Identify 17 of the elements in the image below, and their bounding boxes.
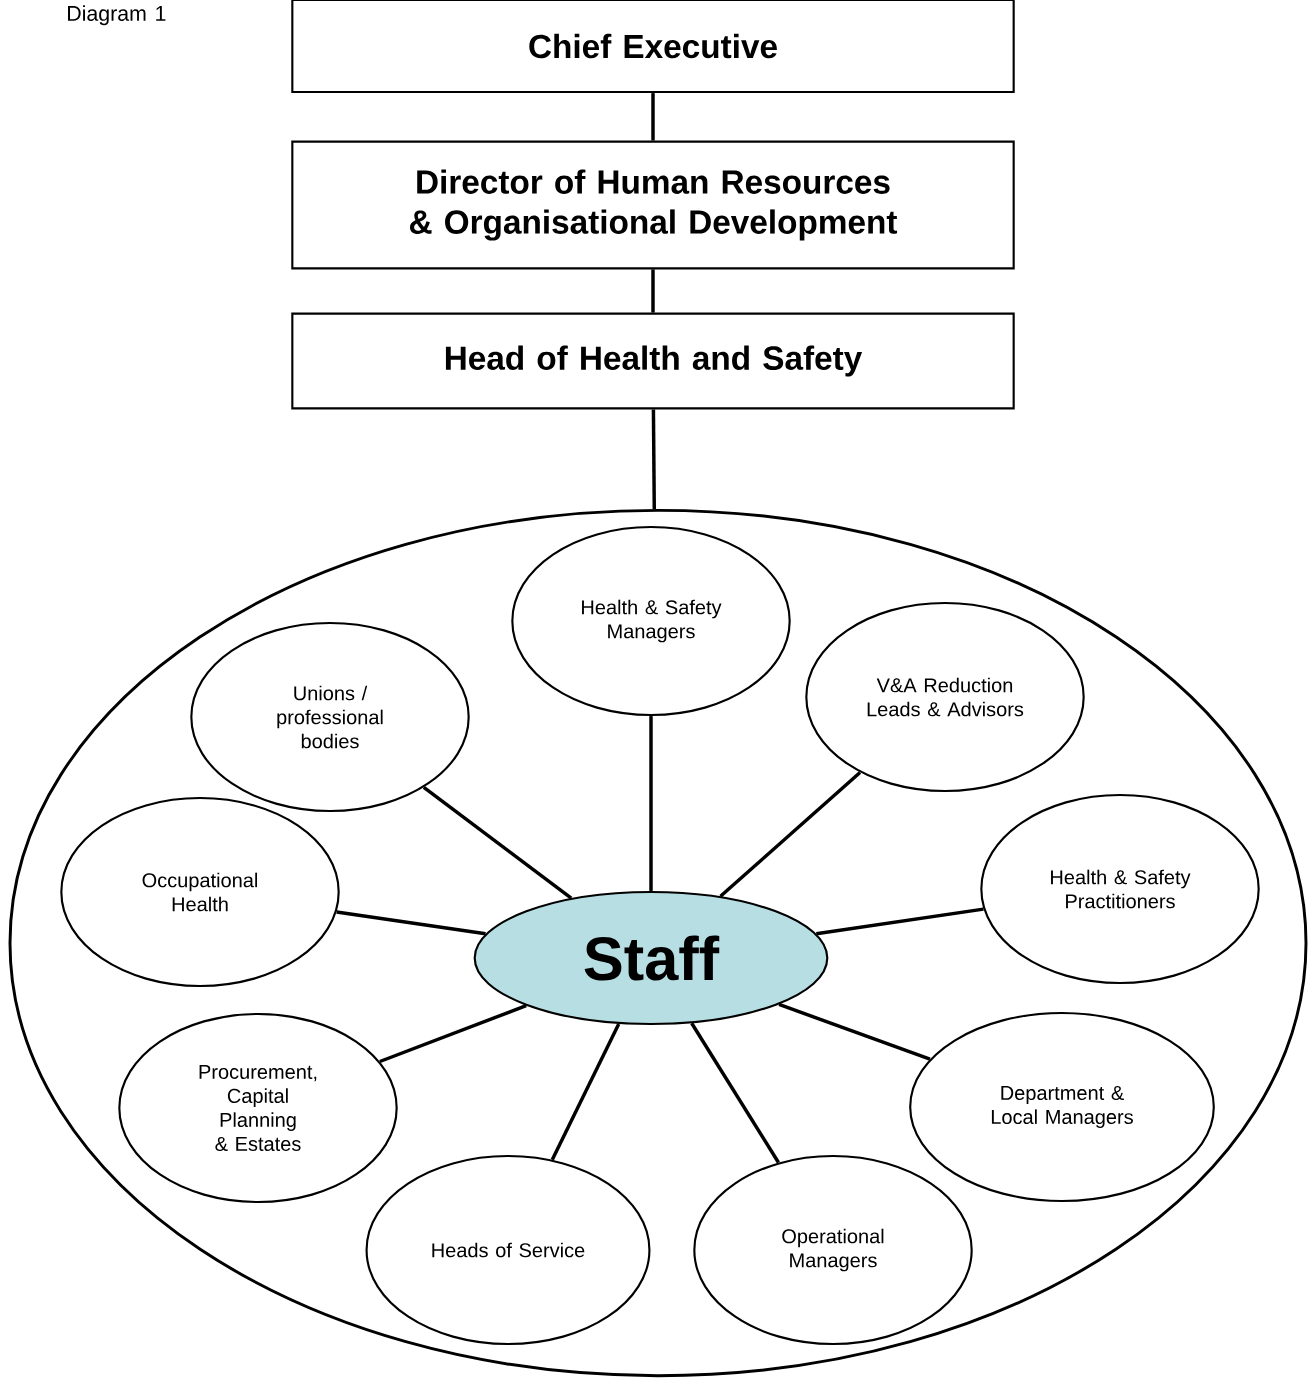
connector-line [550,1023,621,1161]
role-box: Head of Health and Safety [291,312,1015,410]
connector-line [778,1002,931,1061]
connector-line [336,910,486,936]
connector-line [649,716,653,891]
role-box: Director of Human Resources & Organisational Development [291,140,1015,270]
connector-line [651,409,656,509]
connector-line [379,1004,527,1064]
connector-line [651,269,655,313]
connector-line [719,771,862,898]
connector-line [816,907,984,936]
connector-line [690,1022,780,1164]
connector-line [422,786,573,900]
connector-line [651,93,655,141]
diagram-label: Diagram 1 [68,5,166,26]
role-box: Chief Executive [291,0,1015,94]
group-ellipse [8,508,1308,1378]
